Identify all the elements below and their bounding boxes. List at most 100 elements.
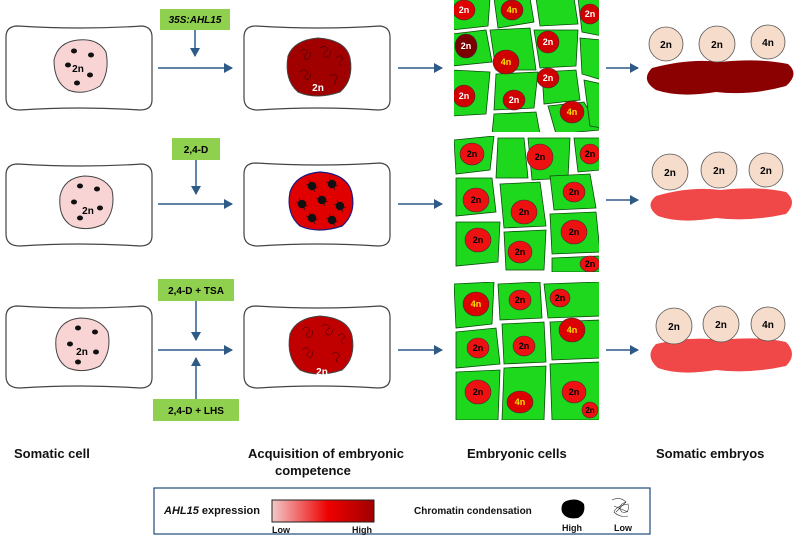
embryo-sphere [698,25,736,63]
embryonic-nucleus [560,219,588,245]
chromatin-spot [65,62,71,68]
cell-ploidy-label: 2n [515,247,526,257]
embryo-ploidy-label: 2n [660,40,672,51]
embryo-sphere [750,306,786,342]
chromatin-spot [74,80,80,86]
embryonic-nucleus [558,317,586,343]
condensed-chromatin-icon [561,499,585,519]
cell-ploidy-label: 2n [585,9,596,19]
embryo-sphere [750,24,786,60]
decondensed-chromatin-icon [611,498,629,517]
embryo-sphere [702,305,740,343]
embryo-sphere [651,153,689,191]
embryo-sphere [700,151,738,189]
embryonic-nucleus [454,84,476,108]
competent-ploidy-label: 2n [316,367,328,378]
embryo-ploidy-label: 2n [668,322,680,333]
embryo-base [650,338,792,373]
embryonic-nucleus [559,100,585,124]
legend: AHL15 expression Low High Chromatin cond… [153,487,651,535]
embryo-ploidy-label: 2n [664,168,676,179]
somatic-nucleus [59,175,114,230]
embryo-base [650,188,792,221]
cell-ploidy-label: 2n [585,406,594,415]
row-2: 2n 2,4-D [5,136,792,272]
embryonic-nucleus [512,335,536,357]
treatment-box [172,138,220,160]
embryonic-nucleus [506,390,534,414]
chromatin-spot [88,52,94,58]
column-title-embryonic: Embryonic cells [467,446,567,461]
cell-ploidy-label: 2n [585,149,596,159]
column-title-competence: Acquisition of embryonic [248,446,404,461]
expression-gradient-bar [271,499,375,523]
treatment-box [160,9,230,30]
cell-ploidy-label: 2n [569,387,580,397]
embryo-ploidy-label: 2n [760,166,772,177]
chromatin-spot [97,205,103,211]
cell-ploidy-label: 4n [471,299,482,309]
cell-ploidy-label: 2n [473,387,484,397]
treatment-label: 2,4-D [184,145,208,156]
embryo-ploidy-label: 4n [762,320,774,331]
embryonic-nucleus [549,288,571,308]
legend-expression-label: AHL15 expression [163,505,260,517]
embryonic-cells-panel: 2n 2n 2n 2n 2n 2n 2n 2n 2n 2n [454,136,599,272]
embryonic-nucleus [561,380,587,404]
embryo-sphere [655,307,693,345]
embryonic-nucleus [536,67,560,89]
embryonic-nucleus [507,240,533,264]
embryonic-nucleus [464,227,492,253]
legend-chromatin-low: Low [614,523,633,533]
cell-ploidy-label: 2n [535,152,546,162]
embryo-sphere [648,26,684,62]
treatment-box [153,399,239,421]
embryonic-nucleus [579,255,599,272]
column-title-somatic: Somatic cell [14,446,90,461]
embryonic-nucleus [562,181,586,203]
embryonic-cells-panel: 4n 2n 4n 2n 2n 2n 4n 2n 2n 2n [454,282,599,420]
embryo-ploidy-label: 4n [762,38,774,49]
chromatin-spot [71,48,77,54]
embryonic-nucleus [466,337,490,359]
cell-ploidy-label: 2n [461,41,472,51]
embryonic-nucleus [579,143,599,165]
cell-ploidy-label: 2n [471,195,482,205]
cell-ploidy-label: 2n [519,207,530,217]
somatic-ploidy-label: 2n [82,206,94,217]
embryonic-nucleus [464,379,492,405]
cell-ploidy-label: 2n [585,259,596,269]
treatment-label: 35S:AHL15 [169,15,222,26]
cell-ploidy-label: 2n [519,341,530,351]
column-title-embryos: Somatic embryos [656,446,764,461]
somatic-ploidy-label: 2n [76,347,88,358]
legend-high-label: High [352,525,372,535]
embryonic-nucleus [462,291,490,317]
chromatin-spot [94,186,100,192]
cell-ploidy-label: 4n [515,397,526,407]
embryonic-nucleus [454,33,478,59]
chromatin-spot [87,72,93,78]
cell-ploidy-label: 4n [567,107,578,117]
decondensed-chromatin [299,46,344,86]
cell-ploidy-label: 2n [467,149,478,159]
embryo-ploidy-label: 2n [715,320,727,331]
embryo-ploidy-label: 2n [713,166,725,177]
chromatin-spot [71,199,77,205]
cell-ploidy-label: 2n [569,227,580,237]
embryonic-nucleus [510,199,538,225]
embryonic-nucleus [492,49,520,75]
column-title-competence-2: competence [275,463,351,478]
cell-ploidy-label: 4n [501,57,512,67]
chromatin-spot [75,325,81,331]
cell-ploidy-label: 2n [543,37,554,47]
competent-nucleus [286,37,352,97]
competent-nucleus [288,315,354,375]
chromatin-spot [77,183,83,189]
chromatin-spot [77,215,83,221]
cell-ploidy-label: 2n [555,293,566,303]
cell-ploidy-label: 4n [567,325,578,335]
chromatin-spot [93,349,99,355]
competent-ploidy-label: 2n [312,83,324,94]
row-1: 2n 35S:AHL15 2n [5,0,794,132]
